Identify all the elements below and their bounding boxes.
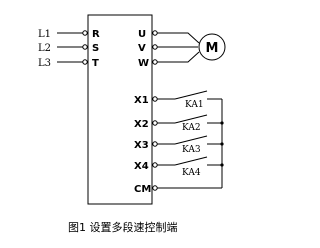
supply-line-l1: L1 R [38, 29, 100, 40]
terminal-w-icon [152, 59, 158, 65]
svg-text:L3: L3 [38, 58, 51, 69]
output-terminal-u: U [138, 29, 200, 44]
svg-text:X3: X3 [134, 140, 149, 151]
terminal-x1-icon [152, 96, 158, 102]
svg-text:S: S [92, 43, 99, 54]
svg-text:KA2: KA2 [182, 123, 201, 133]
svg-text:W: W [138, 58, 149, 69]
terminal-s-icon [82, 44, 88, 50]
svg-text:KA3: KA3 [182, 145, 201, 155]
terminal-v-icon [152, 44, 158, 50]
relay-contact-ka4-icon [174, 156, 208, 166]
control-terminal-x4: X4 KA4 [134, 156, 224, 178]
svg-text:X2: X2 [134, 119, 149, 130]
terminal-x3-icon [152, 141, 158, 147]
svg-text:M: M [206, 41, 219, 56]
output-terminal-w: W [138, 51, 200, 69]
svg-text:U: U [138, 29, 146, 40]
motor-icon [198, 33, 226, 61]
wiring-diagram: L1 R L2 S L3 T U V W M X1 [38, 14, 226, 234]
svg-text:L2: L2 [38, 43, 51, 54]
supply-line-l2: L2 S [38, 43, 99, 54]
svg-text:R: R [92, 29, 100, 40]
svg-text:CM: CM [134, 184, 151, 195]
common-terminal-cm: CM [134, 99, 223, 195]
inverter-box [87, 14, 153, 205]
control-terminal-x3: X3 KA3 [134, 135, 224, 155]
svg-text:V: V [138, 43, 146, 54]
svg-text:L1: L1 [38, 29, 51, 40]
svg-text:T: T [92, 58, 99, 69]
figure-caption: 图1 设置多段速控制端 [68, 220, 178, 234]
supply-line-l3: L3 T [38, 58, 99, 69]
svg-text:KA1: KA1 [185, 100, 204, 110]
terminal-t-icon [82, 59, 88, 65]
control-terminal-x1: X1 KA1 [134, 90, 222, 110]
terminal-x4-icon [152, 162, 158, 168]
relay-contact-ka1-icon [174, 90, 208, 100]
svg-text:KA4: KA4 [182, 168, 201, 178]
motor: M [198, 33, 226, 61]
diagram-canvas: L1 R L2 S L3 T U V W M X1 [38, 14, 226, 234]
terminal-u-icon [152, 30, 158, 36]
terminal-x2-icon [152, 120, 158, 126]
control-terminal-x2: X2 KA2 [134, 114, 224, 133]
relay-contact-ka2-icon [174, 114, 208, 124]
output-terminal-v: V [138, 43, 198, 54]
terminal-r-icon [82, 30, 88, 36]
terminal-cm-icon [152, 185, 158, 191]
svg-text:X1: X1 [134, 95, 149, 106]
relay-contact-ka3-icon [174, 135, 208, 145]
svg-text:X4: X4 [134, 161, 149, 172]
